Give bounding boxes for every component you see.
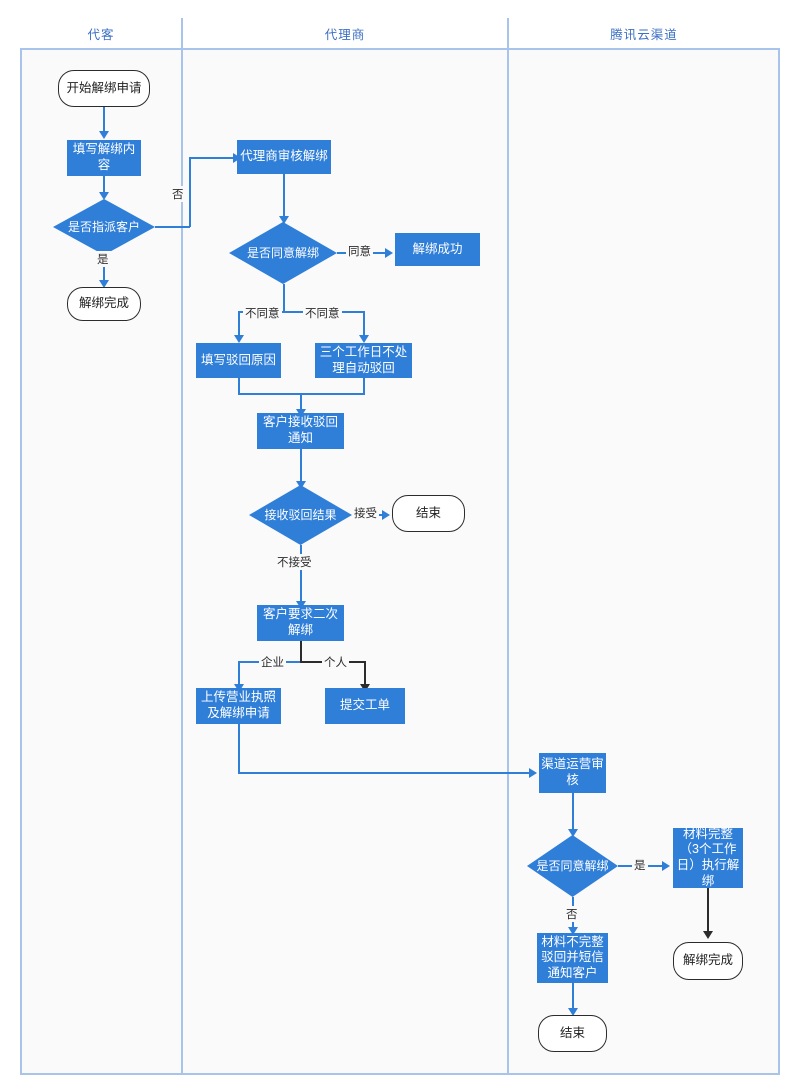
node-channel-agree-label: 是否同意解绑 — [536, 858, 609, 873]
edge-reject-right-down — [363, 378, 365, 394]
edge-agentreview-to-agree — [283, 174, 285, 218]
edge-label-not-accept: 不接受 — [275, 554, 314, 570]
edge-disagree-stem — [283, 284, 285, 312]
node-auto-reject-3days[interactable]: 三个工作日不处理自动驳回 — [315, 343, 412, 378]
edge-assign-no-v — [189, 157, 191, 227]
node-submit-ticket[interactable]: 提交工单 — [325, 688, 405, 724]
arrowhead-receive-to-result — [296, 481, 306, 489]
edge-receive-to-result — [300, 449, 302, 483]
lane-divider-1 — [181, 18, 183, 1075]
edge-to-channel-v — [238, 724, 240, 773]
edge-to-channel-h — [238, 772, 532, 774]
edge-complete-to-done — [707, 888, 709, 933]
node-receive-reject-result-decision[interactable]: 接收驳回结果 — [249, 485, 352, 545]
edge-label-agree: 同意 — [346, 243, 373, 259]
node-agree-unbind-decision[interactable]: 是否同意解绑 — [229, 222, 337, 284]
edge-label-individual: 个人 — [322, 654, 349, 670]
arrowhead-incomplete-to-end — [568, 1008, 578, 1016]
edge-incomplete-to-end — [572, 983, 574, 1010]
edge-disagree-right-v — [363, 311, 365, 337]
arrowhead-channel-no — [568, 927, 578, 935]
edge-enterprise-v — [238, 661, 240, 686]
arrowhead-channelreview-to-decision — [568, 829, 578, 837]
edge-label-enterprise: 企业 — [259, 654, 286, 670]
edge-reject-merge-down — [300, 393, 302, 411]
swimlane-frame — [20, 18, 780, 1075]
edge-start-to-fill — [103, 107, 105, 132]
edge-reject-left-down — [238, 378, 240, 394]
node-end-mid[interactable]: 结束 — [392, 495, 465, 532]
edge-label-disagree-2: 不同意 — [303, 305, 342, 321]
arrowhead-agentreview-to-agree — [279, 216, 289, 224]
node-unbind-done-right[interactable]: 解绑完成 — [673, 942, 743, 980]
arrowhead-to-channel — [529, 768, 537, 778]
edge-disagree-split — [238, 311, 365, 313]
node-agree-unbind-label: 是否同意解绑 — [246, 245, 319, 260]
lane-header-daike: 代客 — [20, 18, 182, 50]
arrowhead-disagree-left — [234, 335, 244, 343]
arrowhead-complete-to-done — [703, 931, 713, 939]
edge-label-yes-assign: 是 — [95, 251, 111, 267]
edge-channelreview-to-decision — [572, 793, 574, 831]
arrowhead-assign-yes — [99, 280, 109, 288]
arrowhead-fill-to-assign — [99, 192, 109, 200]
node-assign-customer-decision[interactable]: 是否指派客户 — [53, 199, 155, 255]
edge-assign-no-h — [155, 226, 190, 228]
node-assign-customer-label: 是否指派客户 — [67, 219, 140, 234]
edge-not-accept — [300, 545, 302, 605]
node-agent-review[interactable]: 代理商审核解绑 — [237, 140, 331, 174]
node-end-right[interactable]: 结束 — [538, 1015, 607, 1052]
node-customer-receive-reject[interactable]: 客户接收驳回通知 — [257, 413, 344, 449]
edge-label-channel-yes: 是 — [632, 857, 648, 873]
node-receive-reject-result-label: 接收驳回结果 — [264, 507, 337, 522]
node-unbind-done-left[interactable]: 解绑完成 — [67, 287, 141, 321]
edge-label-disagree-1: 不同意 — [243, 305, 282, 321]
edge-fill-to-assign — [103, 176, 105, 194]
node-upload-license[interactable]: 上传营业执照及解绑申请 — [196, 688, 281, 724]
edge-label-channel-no: 否 — [564, 906, 580, 922]
arrowhead-channel-yes — [662, 861, 670, 871]
node-fill-reject-reason[interactable]: 填写驳回原因 — [196, 343, 281, 378]
arrowhead-accept-to-end — [382, 510, 390, 520]
node-channel-ops-review[interactable]: 渠道运营审核 — [539, 753, 606, 793]
node-unbind-success[interactable]: 解绑成功 — [395, 233, 480, 266]
node-channel-agree-decision[interactable]: 是否同意解绑 — [527, 835, 618, 897]
lane-divider-2 — [507, 18, 509, 1075]
arrowhead-disagree-right — [359, 335, 369, 343]
edge-assign-yes — [103, 255, 105, 282]
edge-label-no-assign: 否 — [170, 186, 186, 202]
lane-header-dailishang: 代理商 — [182, 18, 508, 50]
arrowhead-start-to-fill — [99, 131, 109, 139]
lane-header-tencent-channel: 腾讯云渠道 — [508, 18, 780, 50]
node-material-complete[interactable]: 材料完整（3个工作日）执行解绑 — [673, 827, 743, 888]
edge-disagree-left-v — [238, 311, 240, 337]
edge-assign-no-h2 — [189, 157, 236, 159]
edge-individual-v — [364, 661, 366, 686]
node-start-unbind[interactable]: 开始解绑申请 — [58, 70, 150, 107]
node-fill-unbind-content[interactable]: 填写解绑内容 — [67, 140, 141, 176]
node-material-incomplete[interactable]: 材料不完整驳回并短信通知客户 — [537, 933, 608, 983]
arrowhead-agree-to-success — [385, 248, 393, 258]
edge-label-accept: 接受 — [352, 505, 379, 521]
node-customer-second-request[interactable]: 客户要求二次解绑 — [257, 605, 344, 641]
edge-second-stem — [300, 641, 302, 662]
